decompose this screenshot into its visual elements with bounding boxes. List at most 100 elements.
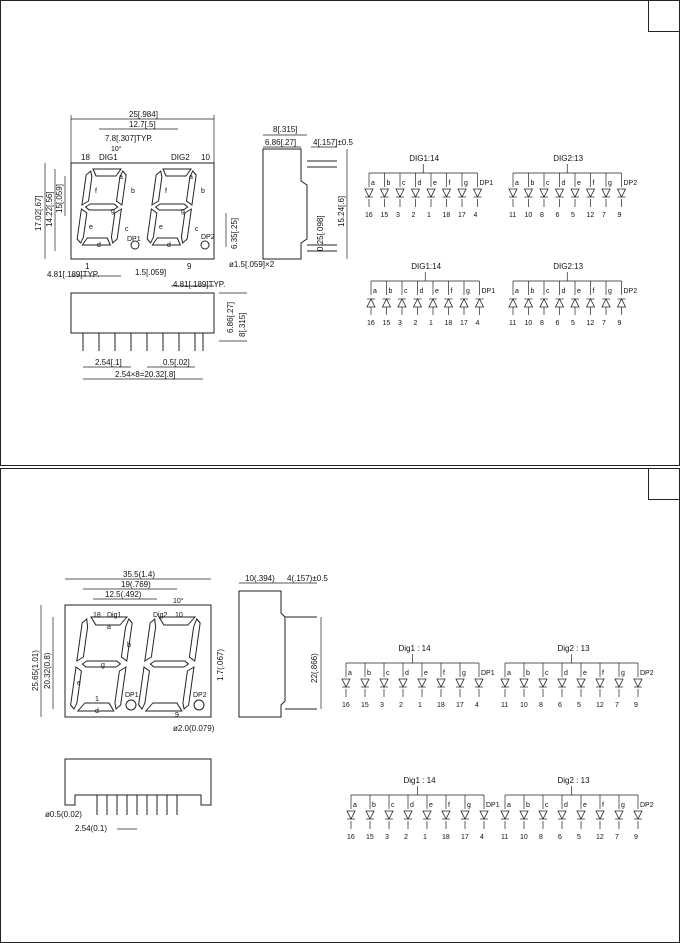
segment-label: b [531, 288, 535, 295]
svg-text:f: f [95, 188, 97, 195]
segment-label: b [389, 288, 393, 295]
diode-icon [508, 188, 518, 198]
pin-number: 9 [618, 320, 622, 327]
segment-label: f [593, 288, 595, 295]
segment-label: f [593, 180, 595, 187]
diode-icon [570, 188, 580, 198]
diode-icon [472, 188, 483, 198]
pin-number: 12 [587, 212, 595, 219]
diode-icon [395, 188, 405, 198]
top-drawing: ab cd ef g ab cd ef g 25[.984] 12.7[.5] … [34, 110, 638, 380]
diode-icon [557, 810, 567, 820]
dim-side-lead: 4[.157]±0.5 [313, 138, 354, 147]
segment-label: a [515, 180, 519, 187]
schematic-title: Dig1 : 14 [404, 776, 437, 785]
segment-label: b [526, 802, 530, 809]
diode-icon [360, 678, 370, 688]
segment-label: a [507, 670, 511, 677]
bottom-pins [96, 795, 178, 815]
label-pin18: 18 [93, 612, 101, 619]
bottom-pins [82, 333, 204, 351]
diode-icon [365, 810, 375, 820]
diode-icon [366, 298, 376, 308]
segment-label: d [562, 288, 566, 295]
pin-number: 12 [596, 834, 604, 841]
diode-icon [633, 810, 643, 820]
label-dp1: DP1 [127, 236, 141, 243]
pin-number: 11 [509, 320, 516, 327]
pin-number: 6 [556, 320, 560, 327]
segment-label: b [372, 802, 376, 809]
seg-f [81, 170, 93, 206]
digit2-segments [138, 616, 201, 712]
pin-number: 5 [577, 834, 581, 841]
diode-icon [523, 188, 534, 198]
segment-label: DP2 [640, 802, 654, 809]
segment-label: g [462, 670, 466, 677]
dim-lead-diameter: 0.5[.02] [163, 358, 190, 367]
diode-icon [570, 298, 580, 308]
diode-icon [538, 810, 548, 820]
svg-text:g: g [101, 662, 105, 669]
pin-number: 17 [456, 702, 464, 709]
bottom-view-outline [64, 758, 212, 806]
svg-text:b: b [127, 642, 131, 649]
diode-icon [595, 810, 605, 820]
svg-text:e: e [89, 224, 93, 231]
dp2-dot [200, 240, 210, 250]
segment-label: f [451, 288, 453, 295]
pin-number: 18 [443, 212, 451, 219]
side-view-outline [262, 148, 308, 260]
segment-label: a [515, 288, 519, 295]
diode-icon [585, 188, 596, 198]
pin-number: 4 [475, 702, 479, 709]
pin-number: 9 [634, 702, 638, 709]
label-dp2: DP2 [193, 692, 207, 699]
segment-label: c [404, 288, 408, 295]
diode-icon [384, 810, 394, 820]
pin-number: 1 [423, 834, 427, 841]
segment-label: b [526, 670, 530, 677]
pin-number: 18 [437, 702, 445, 709]
dim-side-top: 8[.315] [273, 125, 297, 134]
svg-text:e: e [77, 680, 81, 687]
pin-number: 7 [615, 834, 619, 841]
diode-icon [554, 188, 565, 198]
diode-icon [519, 678, 529, 688]
pin-number: 16 [347, 834, 355, 841]
diode-icon [410, 188, 421, 198]
diode-icon [614, 678, 624, 688]
svg-text:f: f [165, 188, 167, 195]
svg-text:d: d [95, 708, 99, 715]
dim-pitch-right: 4.81[.189]TYP. [173, 280, 225, 289]
dim-pitch: 2.54[.1] [95, 358, 122, 367]
label-pin10: 10 [201, 153, 210, 162]
segment-label: DP2 [624, 288, 638, 295]
segment-label: e [577, 180, 581, 187]
segment-label: f [448, 802, 450, 809]
segment-label: e [583, 670, 587, 677]
label-pin9: 9 [175, 712, 179, 719]
segment-label: DP1 [480, 180, 494, 187]
dim-side-top: 10(.394) [245, 574, 275, 583]
diode-icon [412, 298, 423, 308]
seg-g [84, 203, 119, 211]
diode-icon [459, 298, 469, 308]
segment-label: a [348, 670, 352, 677]
segment-label: a [373, 288, 377, 295]
pin-number: 8 [539, 702, 543, 709]
diode-icon [460, 810, 470, 820]
diode-icon [539, 298, 549, 308]
dim-height-total: 17.02[.67] [34, 195, 43, 231]
front-view-outline [70, 162, 215, 260]
dp1-dot [130, 240, 140, 250]
svg-text:a: a [119, 174, 123, 181]
schematic-title: DIG1:14 [411, 262, 441, 271]
dim-height-inner: 20.32(0.8) [43, 652, 52, 689]
segment-label: c [545, 670, 549, 677]
dim-slant: 10° [173, 597, 184, 605]
